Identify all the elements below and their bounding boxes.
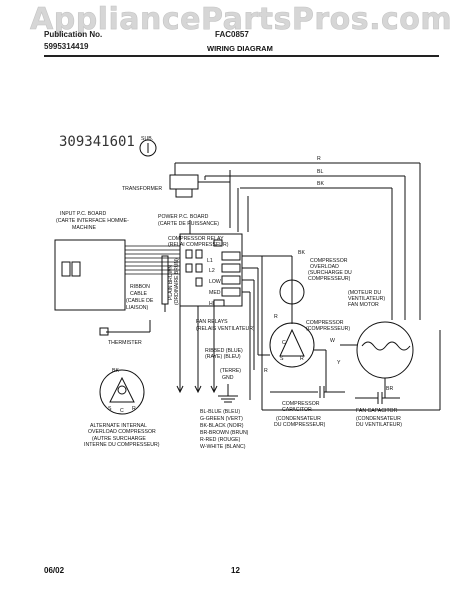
input-pc-board — [54, 239, 126, 311]
compressor-term-r: R — [300, 356, 304, 362]
fan-motor-label-fr2: VENTILATEUR) — [348, 296, 385, 302]
wire-label-br: BR — [386, 386, 393, 392]
wire-label-r-2: R — [274, 314, 278, 320]
relay-l1: L1 — [207, 258, 213, 264]
model-number: FAC0857 — [215, 30, 249, 39]
alt-term-s: S — [108, 406, 112, 412]
plain-brown-label-fr: (ORDINAIRE BRUN) — [174, 258, 180, 305]
alt-term-c: C — [120, 408, 124, 414]
fan-capacitor-label-fr1: (CONDENSATEUR — [356, 416, 401, 422]
ribbon-label-fr1: (CABLE DE — [126, 298, 154, 304]
ribbon-label-fr2: LIAISON) — [126, 305, 148, 311]
ribbon-label-1: RIBBON — [130, 284, 150, 290]
thermister-label: THERMISTER — [108, 340, 142, 346]
ribbed-label: RIBBED (BLUE) — [205, 348, 243, 354]
overload-label-fr1: (SURCHARGE DU — [308, 270, 352, 276]
wire-label-bk: BK — [317, 181, 324, 187]
publication-label: Publication No. — [44, 30, 103, 39]
wire-label-w: W — [330, 338, 335, 344]
compressor-relay-label-fr: (RELAI COMPRESSEUR) — [168, 242, 229, 248]
compressor-capacitor-label-2: CAPACITOR — [282, 407, 312, 413]
wire-label-y: Y — [337, 360, 341, 366]
overload-label-fr2: COMPRESSEUR) — [308, 276, 351, 282]
input-board-label: INPUT P.C. BOARD — [60, 211, 106, 217]
overload-label-1: COMPRESSOR — [310, 258, 348, 264]
compressor-capacitor-label: COMPRESSOR — [282, 401, 320, 407]
power-board-label-fr: (CARTE DE PUISSANCE) — [158, 221, 219, 227]
compressor-label-fr: (COMPRESSEUR) — [306, 326, 350, 332]
overload-label-2: OVERLOAD — [310, 264, 339, 270]
transformer — [169, 174, 199, 190]
compressor-capacitor-label-fr1: (CONDENSATEUR — [276, 416, 321, 422]
legend-red: R-RED (ROUGE) — [200, 437, 241, 443]
legend-blue: BL-BLUE (BLEU) — [200, 409, 240, 415]
wire-label-r-3: R — [264, 368, 268, 374]
footer-page-number: 12 — [231, 566, 240, 575]
compressor — [269, 322, 315, 368]
input-board-label-fr2: MACHINE — [72, 225, 96, 231]
compressor-term-c: C — [282, 340, 286, 346]
fan-relays-label: FAN RELAYS — [196, 319, 228, 325]
wire-label-bl: BL — [317, 169, 323, 175]
input-board-label-fr1: (CARTE INTERFACE HOMME- — [56, 218, 129, 224]
compressor-capacitor-label-fr2: DU COMPRESSEUR) — [274, 422, 326, 428]
publication-number: 5995314419 — [44, 42, 89, 51]
power-board-label: POWER P.C. BOARD — [158, 214, 209, 220]
display-digit-2 — [71, 261, 81, 277]
ribbed-label-fr: (RAYE) (BLEU) — [205, 354, 241, 360]
compressor-relay-label: COMPRESSOR RELAY — [168, 236, 224, 242]
legend-green: G-GREEN (VERT) — [200, 416, 243, 422]
legend-white: W-WHITE (BLANC) — [200, 444, 246, 450]
alternate-overload — [99, 369, 145, 415]
wire-label-bk-2: BK — [298, 250, 305, 256]
page-title: WIRING DIAGRAM — [207, 44, 273, 53]
footer-date: 06/02 — [44, 566, 65, 575]
alt-term-r: R — [132, 406, 136, 412]
part-number: 309341601 — [59, 134, 135, 150]
fan-motor-label: FAN MOTOR — [348, 302, 379, 308]
ground-label-2: GND — [222, 375, 234, 381]
legend-black: BK-BLACK (NOIR) — [200, 423, 244, 429]
display-digit-1 — [61, 261, 71, 277]
watermark: AppliancePartsPros.com — [30, 2, 453, 38]
sub-symbol — [139, 139, 157, 157]
fan-capacitor-label-fr2: DU VENTILATEUR) — [356, 422, 402, 428]
compressor-label: COMPRESSOR — [306, 320, 344, 326]
transformer-label: TRANSFORMER — [122, 186, 162, 192]
alt-wire-bk: BK — [112, 368, 119, 374]
alt-overload-label-1: ALTERNATE INTERNAL — [90, 423, 147, 429]
ribbon-label-2: CABLE — [130, 291, 148, 297]
alt-overload-label-2: OVERLOAD COMPRESSOR — [88, 429, 156, 435]
fan-motor-label-fr1: (MOTEUR DU — [348, 290, 381, 296]
relay-low: LOW — [209, 279, 221, 285]
relay-l2: L2 — [209, 268, 215, 274]
alt-overload-label-4: INTERNE DU COMPRESSEUR) — [84, 442, 160, 448]
ground-label: (TERRE) — [220, 368, 241, 374]
alt-overload-label-3: (AUTRE SURCHARGE — [92, 436, 146, 442]
header-rule — [44, 55, 439, 57]
legend-brown: BR-BROWN (BRUN) — [200, 430, 249, 436]
wire-label-r: R — [317, 156, 321, 162]
sub-label: SUB. — [141, 136, 153, 142]
compressor-term-s: S — [280, 356, 284, 362]
plain-brown-label: PLAIN BROWN — [168, 265, 174, 300]
fan-capacitor-label: FAN CAPACITOR — [356, 408, 398, 414]
relay-hi: HI — [209, 301, 214, 307]
thermister — [99, 327, 109, 336]
relay-med: MED — [209, 290, 221, 296]
fan-relays-label-fr: (RELAIS VENTILATEUR) — [196, 326, 255, 332]
